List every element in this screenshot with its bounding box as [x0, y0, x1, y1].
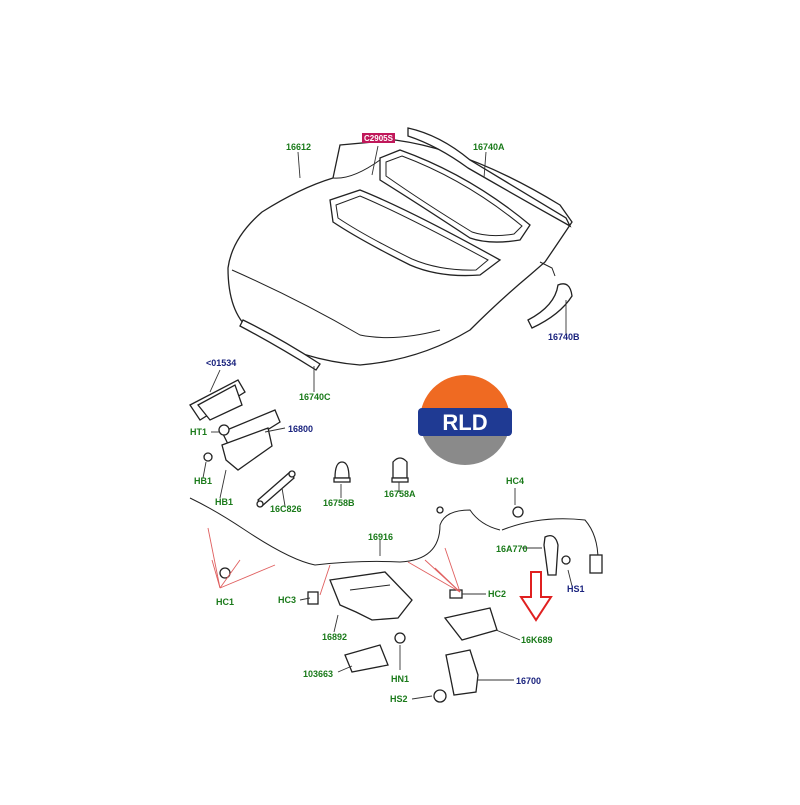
- label-hb1-lower: HB1: [215, 497, 233, 507]
- leader-lines: [202, 145, 573, 700]
- shield-16892: [307, 571, 463, 621]
- label-16k689: 16K689: [521, 635, 553, 645]
- label-16700: 16700: [516, 676, 541, 686]
- bonnet-hood: [227, 139, 573, 366]
- label-16740a: 16740A: [473, 142, 505, 152]
- label-hb1-upper: HB1: [194, 476, 212, 486]
- label-16c826: 16C826: [270, 504, 302, 514]
- highlight-text: C2905S: [364, 134, 394, 143]
- bracket-103663: [344, 632, 406, 673]
- label-hs2: HS2: [390, 694, 408, 704]
- indicator-arrow: [519, 571, 553, 622]
- latch-16k689: [443, 607, 498, 641]
- label-103663: 103663: [303, 669, 333, 679]
- label-hc1: HC1: [216, 597, 234, 607]
- label-hn1: HN1: [391, 674, 409, 684]
- label-16758b: 16758B: [323, 498, 355, 508]
- label-16a770: 16A770: [496, 544, 528, 554]
- label-16916: 16916: [368, 532, 393, 542]
- seal-16740c: [239, 319, 321, 371]
- highlight-label: C2905S: [362, 133, 395, 143]
- bump-stop-16758a: [391, 457, 409, 483]
- label-hc2: HC2: [488, 589, 506, 599]
- label-ht1: HT1: [190, 427, 207, 437]
- latch-16700: [433, 649, 479, 703]
- label-hs1: HS1: [567, 584, 585, 594]
- label-hc4: HC4: [506, 476, 524, 486]
- label-16758a: 16758A: [384, 489, 416, 499]
- release-lever: [543, 534, 571, 576]
- rld-logo: RLD: [418, 375, 512, 465]
- label-16892: 16892: [322, 632, 347, 642]
- label-16800: 16800: [288, 424, 313, 434]
- clip-leader-lines: [207, 527, 461, 596]
- hinge-assembly: [189, 379, 281, 471]
- bump-stop-16758b: [333, 461, 351, 483]
- logo-text: RLD: [442, 410, 487, 435]
- part-labels: 16612 16740A 16740B 16740C <01534 HT1 16…: [190, 142, 585, 704]
- label-16740b: 16740B: [548, 332, 580, 342]
- seal-16740a: [407, 127, 572, 228]
- seal-16740b: [527, 283, 573, 329]
- release-cable: [189, 497, 603, 579]
- gas-strut: [256, 470, 296, 508]
- label-16740c: 16740C: [299, 392, 331, 402]
- label-01534: <01534: [206, 358, 236, 368]
- label-hc3: HC3: [278, 595, 296, 605]
- label-16612: 16612: [286, 142, 311, 152]
